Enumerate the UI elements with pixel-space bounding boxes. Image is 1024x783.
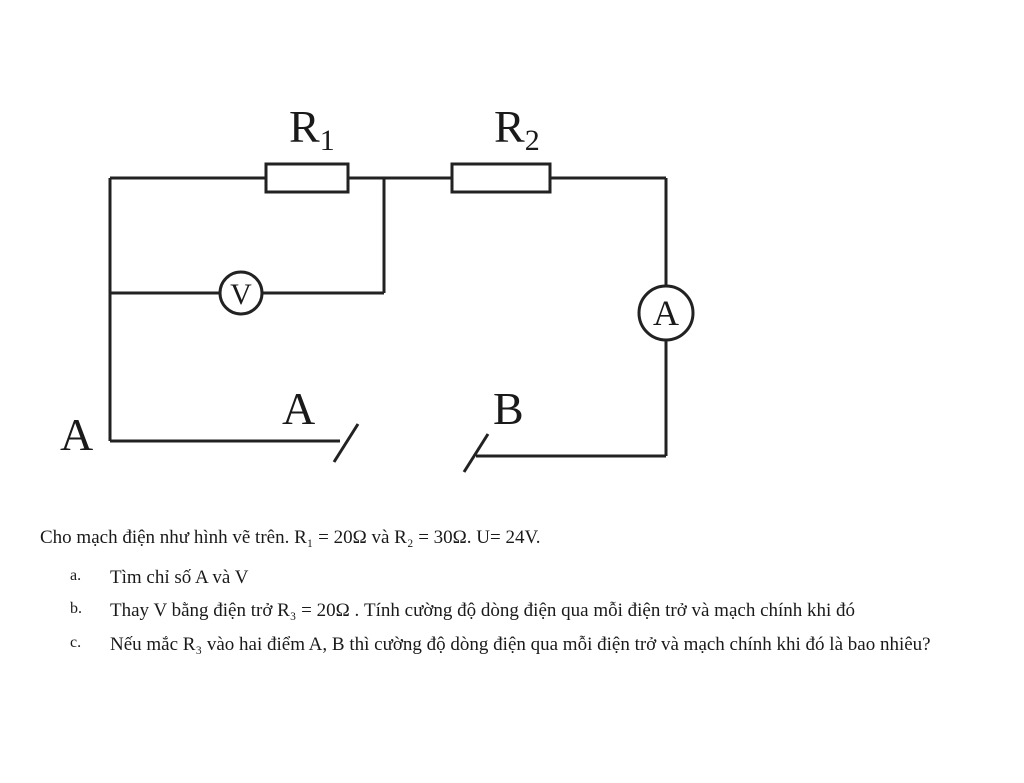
voltmeter: V <box>218 270 264 316</box>
resistor-r1 <box>264 162 350 194</box>
terminal-b-tick <box>462 433 490 473</box>
node-label-corner-a: A <box>60 409 93 460</box>
voltmeter-symbol: V <box>230 278 252 311</box>
ammeter: A <box>637 284 695 342</box>
r2-label: R2 <box>494 101 540 157</box>
question-letter: a. <box>70 566 82 584</box>
question-item: a. Tìm chỉ số A và V <box>70 564 980 592</box>
problem-intro: Cho mạch điện như hình vẽ trên. R₁ = 20Ω… <box>40 527 541 548</box>
question-list: a. Tìm chỉ số A và V b. Thay V bằng điện… <box>40 564 980 659</box>
problem-statement: Cho mạch điện như hình vẽ trên. R₁ = 20Ω… <box>40 524 980 664</box>
terminal-a-tick <box>332 423 360 463</box>
question-letter: c. <box>70 633 82 651</box>
question-item: c. Nếu mắc R₃ vào hai điểm A, B thì cườn… <box>70 631 980 659</box>
question-text: Nếu mắc R₃ vào hai điểm A, B thì cường đ… <box>110 633 931 655</box>
circuit-diagram: R1 R2 V A A A B <box>60 101 695 473</box>
node-label-terminal-b: B <box>493 383 524 434</box>
question-letter: b. <box>70 600 82 618</box>
resistor-r2 <box>450 162 552 194</box>
question-item: b. Thay V bằng điện trở R₃ = 20Ω . Tính … <box>70 597 980 625</box>
node-label-terminal-a: A <box>282 383 315 434</box>
question-text: Thay V bằng điện trở R₃ = 20Ω . Tính cườ… <box>110 600 856 622</box>
r1-label: R1 <box>289 101 335 157</box>
voltmeter-circle <box>218 270 264 316</box>
ammeter-symbol: A <box>653 293 679 333</box>
question-text: Tìm chỉ số A và V <box>110 566 249 588</box>
ammeter-circle <box>637 284 695 342</box>
